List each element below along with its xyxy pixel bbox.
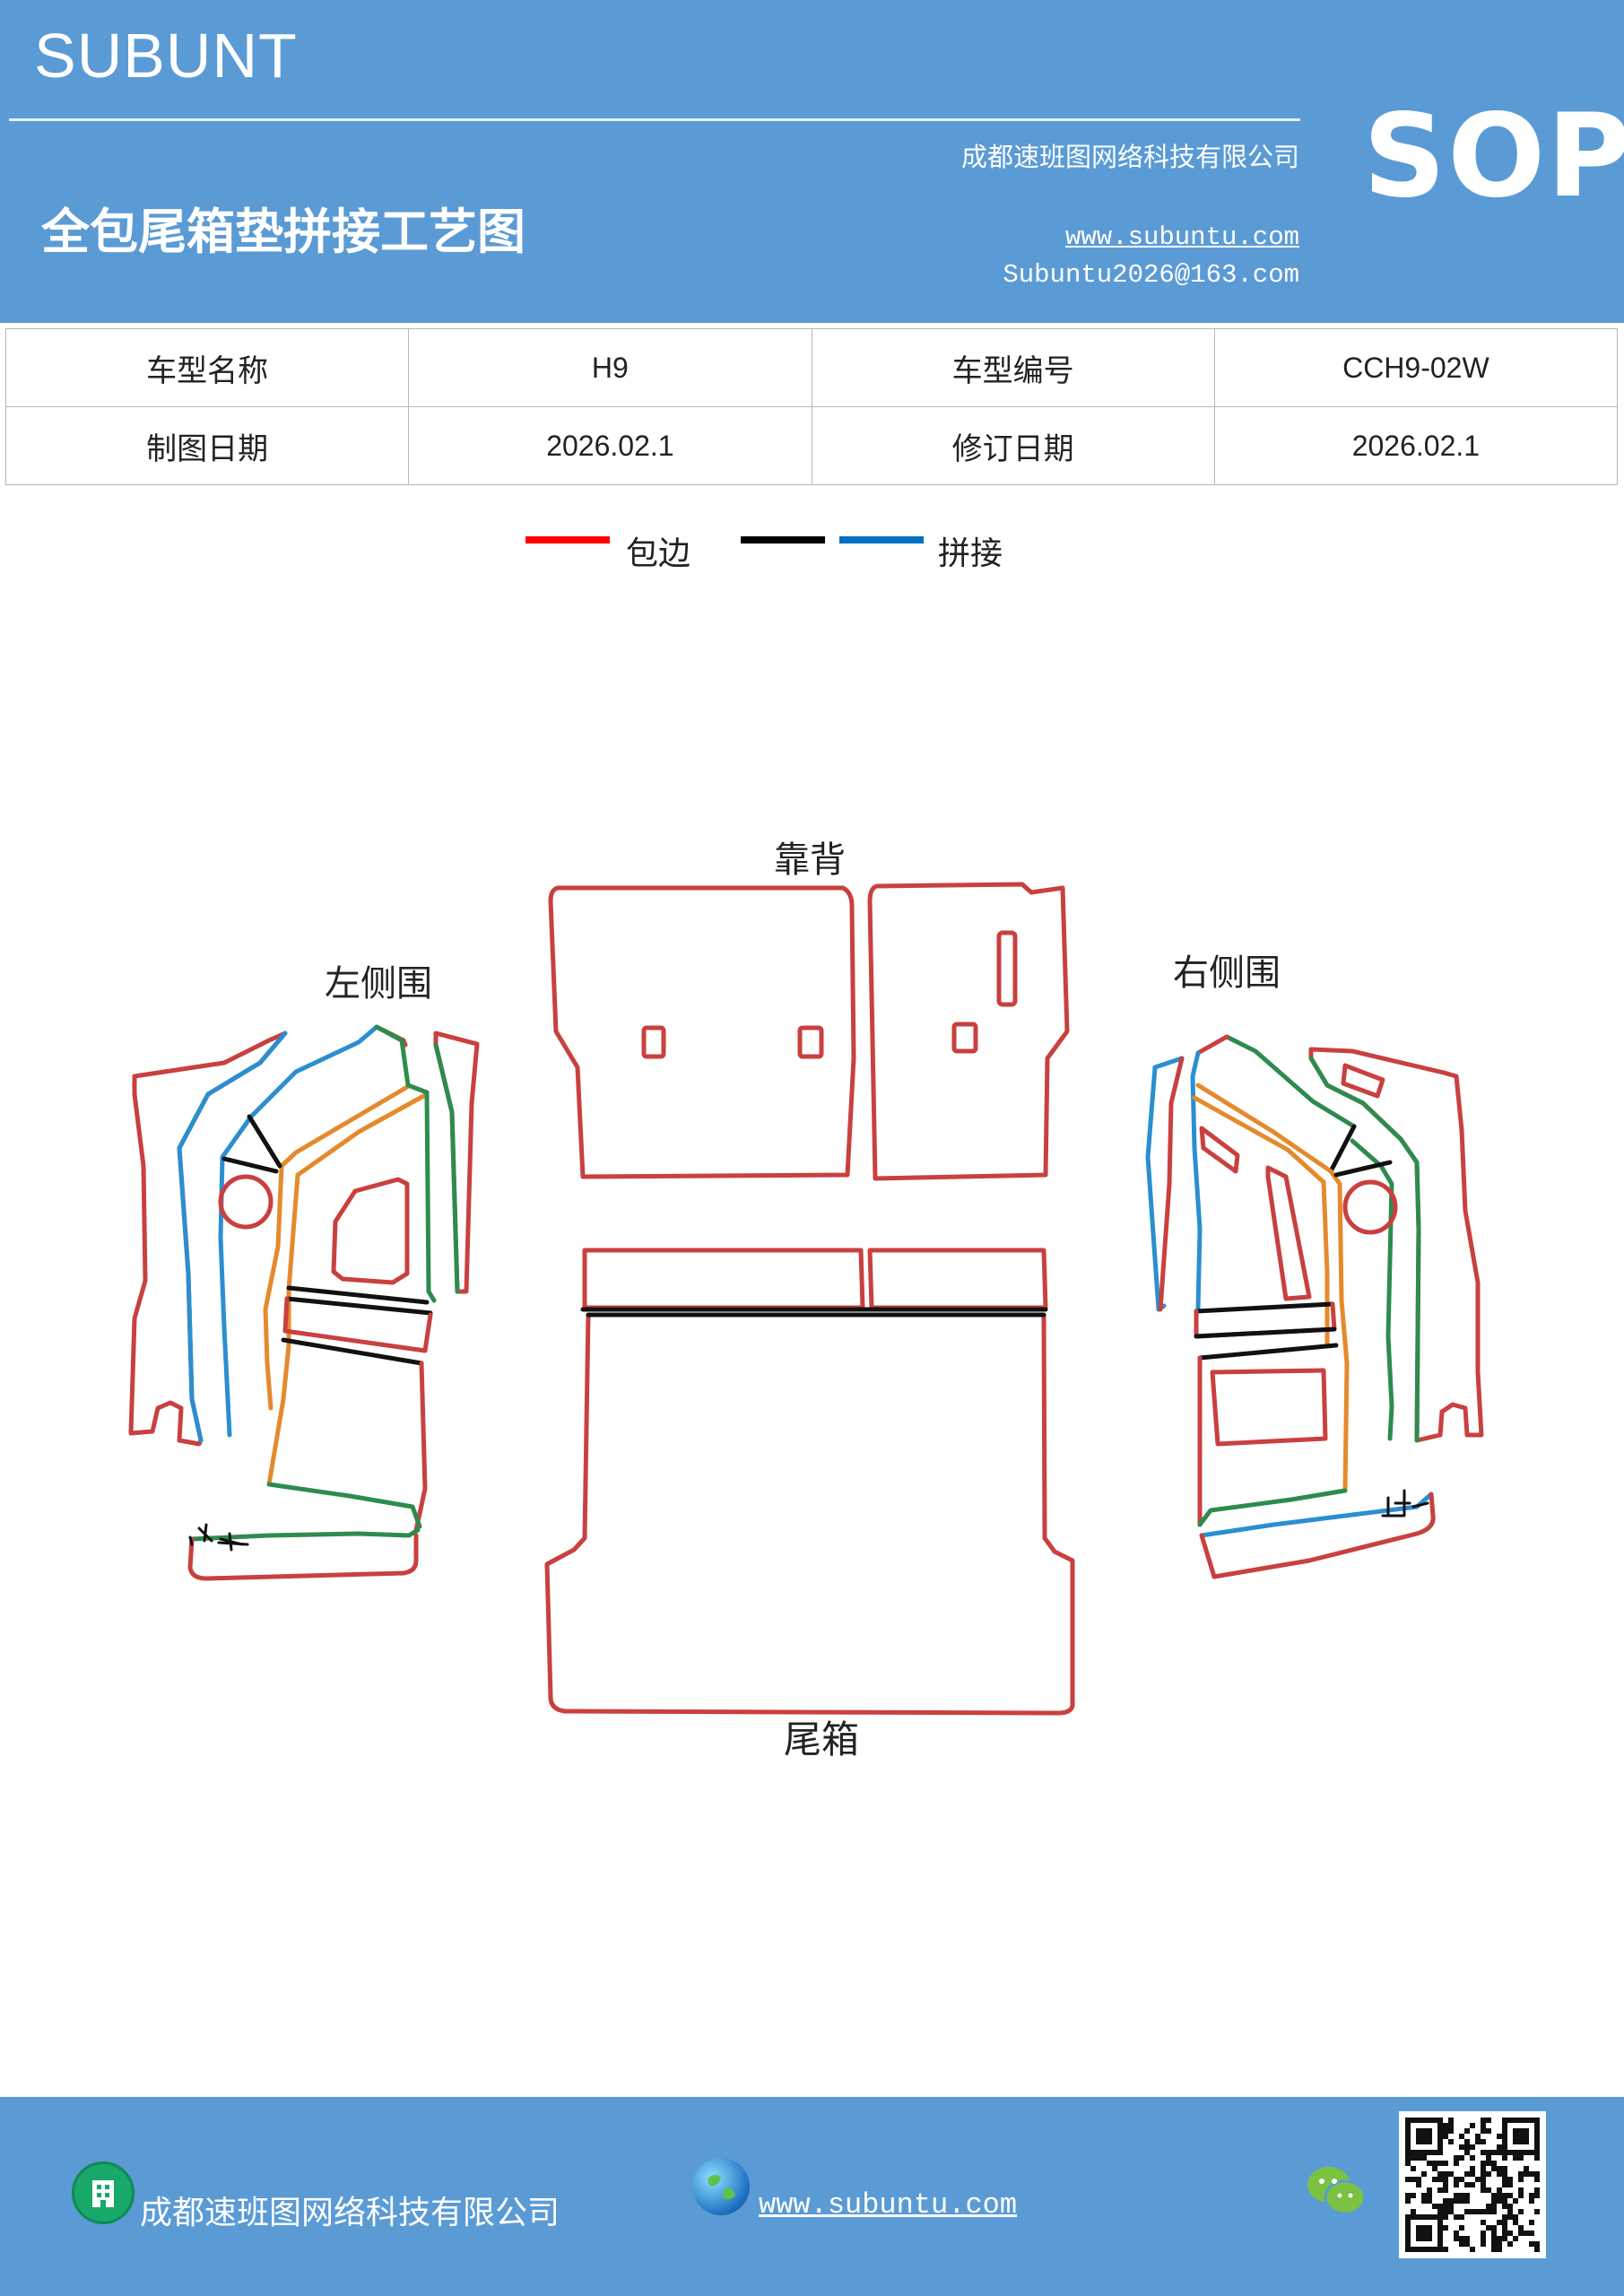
backrest-slot — [996, 930, 1018, 1007]
backrest-hole — [797, 1025, 824, 1059]
left-side-green-seam — [189, 1527, 421, 1542]
left-side-red-edge — [282, 1296, 433, 1353]
left-side-green-seam — [374, 1024, 437, 1303]
left-side-blue-seam — [218, 1024, 379, 1438]
right-side-black-seam — [1194, 1326, 1337, 1339]
left-side-circle-hole — [218, 1174, 274, 1230]
backrest-hole — [641, 1025, 666, 1059]
trunk-strip-left — [582, 1248, 865, 1310]
sop-badge: SOP — [1363, 90, 1624, 223]
right-side-green-seam — [1228, 1036, 1357, 1129]
left-side-blue-seam — [177, 1031, 288, 1443]
trunk-floor-panel — [544, 1312, 1075, 1716]
right-side-slot — [1199, 1126, 1240, 1174]
footer-company: 成都速班图网络科技有限公司 — [140, 2195, 560, 2231]
label-trunk: 尾箱 — [784, 1718, 859, 1761]
table-cell-label: 车型编号 — [811, 328, 1215, 407]
right-side-red-edge — [1158, 1056, 1185, 1312]
left-side-cutout — [331, 1177, 410, 1285]
left-side-bottom-strip — [187, 1533, 419, 1581]
backrest-hole — [951, 1022, 978, 1054]
table-cell-label: 车型名称 — [4, 328, 410, 407]
right-side-orange-seam — [1195, 1083, 1350, 1493]
right-side-bottom-strip — [1199, 1492, 1436, 1579]
right-side-orange-seam — [1192, 1095, 1330, 1348]
globe-icon — [692, 2158, 750, 2215]
footer-website-link[interactable]: www.subuntu.com — [759, 2188, 1018, 2222]
legend: 包边 拼接 — [0, 520, 1624, 583]
left-side-green-seam — [266, 1482, 422, 1529]
left-side-black-seam — [281, 1337, 424, 1366]
table-row: 制图日期 2026.02.1 修订日期 2026.02.1 — [4, 406, 1619, 485]
backrest-right-panel — [867, 882, 1070, 1181]
qr-code[interactable] — [1399, 2111, 1546, 2258]
legend-swatch-black — [741, 536, 825, 544]
right-side-black-seam — [1328, 1124, 1357, 1174]
label-right-side: 右侧围 — [1173, 952, 1281, 994]
left-side-orange-seam — [263, 1084, 410, 1411]
right-side-blue-seam — [1190, 1050, 1203, 1312]
trunk-strip-right — [867, 1248, 1048, 1310]
left-side-black-seam — [188, 1523, 249, 1552]
right-side-blue-seam — [1199, 1492, 1434, 1538]
email-address: Subuntu2026@163.com — [1003, 260, 1299, 290]
right-side-slot — [1265, 1165, 1312, 1301]
table-cell-value: H9 — [408, 328, 812, 407]
label-backrest: 靠背 — [774, 839, 846, 881]
left-side-red-edge — [413, 1361, 428, 1533]
document-title: 全包尾箱垫拼接工艺图 — [41, 204, 525, 260]
left-side-black-seam — [247, 1114, 282, 1169]
legend-swatch-blue — [839, 536, 924, 544]
legend-label-seam: 拼接 — [938, 535, 1003, 572]
right-side-black-seam — [1333, 1160, 1393, 1178]
left-side-green-seam — [433, 1042, 460, 1294]
right-side-black-seam — [1197, 1343, 1339, 1361]
company-name: 成都速班图网络科技有限公司 — [960, 142, 1299, 172]
wechat-icon — [1306, 2163, 1367, 2217]
table-row: 车型名称 H9 车型编号 CCH9-02W — [4, 328, 1619, 407]
right-side-black-seam — [1194, 1301, 1335, 1314]
right-side-green-seam — [1197, 1488, 1348, 1527]
left-side-black-seam — [286, 1285, 430, 1305]
right-side-red-edge — [1308, 1047, 1484, 1443]
left-side-black-seam — [284, 1296, 433, 1316]
legend-swatch-red — [525, 536, 610, 544]
right-side-circle-hole — [1342, 1179, 1398, 1235]
header-divider — [9, 118, 1300, 121]
legend-label-edge: 包边 — [626, 535, 691, 572]
header-banner: SUBUNT 成都速班图网络科技有限公司 全包尾箱垫拼接工艺图 www.subu… — [0, 0, 1624, 323]
right-side-red-edge — [1195, 1034, 1233, 1056]
backrest-left-panel — [548, 885, 856, 1179]
right-side-green-seam — [1308, 1056, 1421, 1443]
pattern-diagram: 靠背 左侧围 右侧围 尾箱 — [128, 839, 1484, 1761]
info-table: 车型名称 H9 车型编号 CCH9-02W 制图日期 2026.02.1 修订日… — [4, 328, 1619, 485]
table-cell-value: 2026.02.1 — [408, 406, 812, 485]
right-side-black-seam — [1381, 1489, 1429, 1518]
table-cell-label: 制图日期 — [4, 406, 410, 485]
left-side-black-seam — [221, 1156, 279, 1174]
brand-name: SUBUNT — [34, 21, 298, 91]
website-link[interactable]: www.subuntu.com — [1064, 222, 1299, 252]
right-side-slot — [1341, 1063, 1385, 1099]
table-cell-value: CCH9-02W — [1213, 328, 1619, 407]
table-cell-value: 2026.02.1 — [1213, 406, 1619, 485]
right-side-window — [1210, 1368, 1328, 1447]
table-cell-label: 修订日期 — [811, 406, 1215, 485]
label-left-side: 左侧围 — [325, 963, 432, 1004]
footer-banner: 成都速班图网络科技有限公司 www.subuntu.com — [0, 2097, 1624, 2296]
right-side-green-seam — [1350, 1138, 1394, 1441]
building-icon — [72, 2161, 135, 2224]
